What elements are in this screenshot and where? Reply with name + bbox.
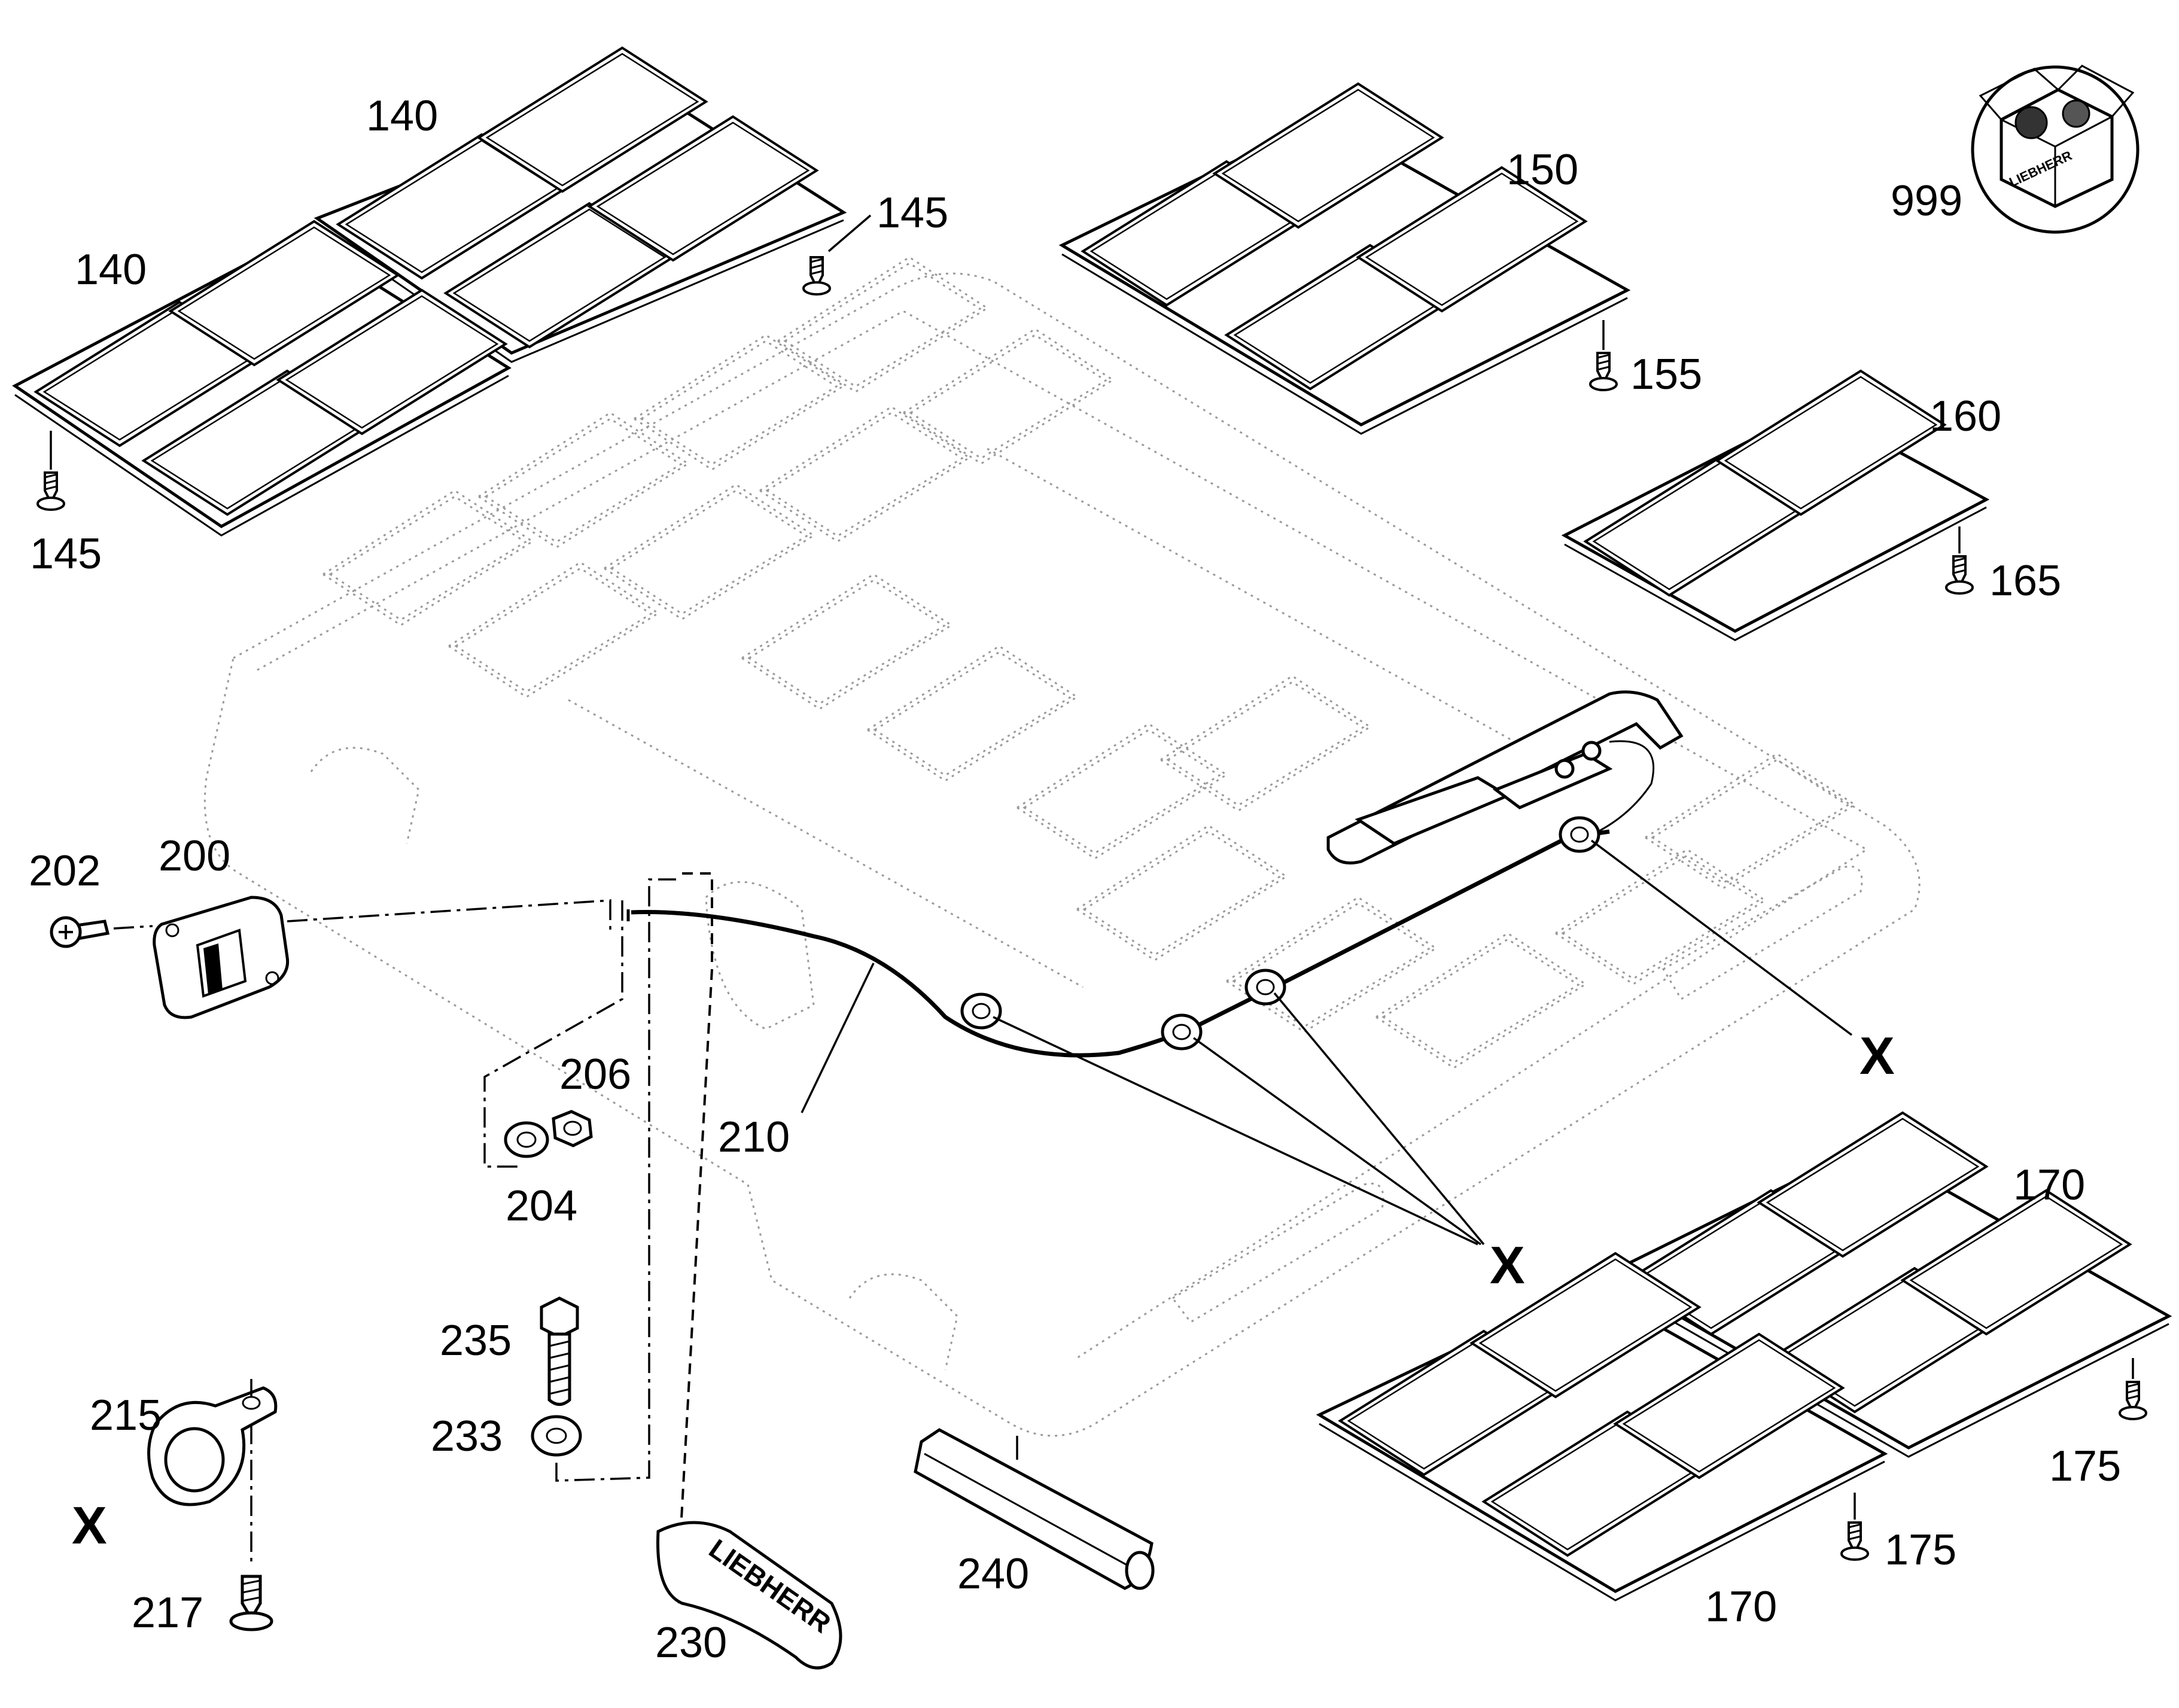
nut-206: [552, 1110, 593, 1147]
screw-155: [1589, 320, 1618, 391]
mat-160: [1561, 370, 1990, 641]
mat-170-lower: [1316, 1252, 1888, 1602]
label-140-lower: 140: [75, 246, 147, 294]
label-200: 200: [159, 832, 230, 880]
cab-roof-outline: [203, 256, 1921, 1437]
label-145-upper: 145: [877, 189, 948, 237]
bolt-leader: [555, 878, 676, 1482]
label-170-lower: 170: [1705, 1583, 1777, 1631]
label-217: 217: [132, 1589, 203, 1637]
label-233: 233: [431, 1412, 503, 1460]
strip-240: [914, 1428, 1155, 1590]
harness-bracket: [1326, 690, 1684, 864]
screw-175-lower: [1840, 1493, 1869, 1561]
label-175-upper: 175: [2049, 1442, 2121, 1490]
screw-165: [1945, 526, 1974, 595]
washer-233: [531, 1415, 582, 1457]
screw-175-upper: [2119, 1358, 2147, 1420]
screw-145-upper: [802, 214, 872, 296]
label-165: 165: [1989, 557, 2061, 605]
label-150: 150: [1507, 146, 1578, 194]
screw-145-lower: [36, 431, 65, 511]
switch-200: [153, 896, 290, 1019]
label-160: 160: [1930, 392, 2001, 440]
label-206: 206: [559, 1051, 631, 1098]
label-230: 230: [655, 1619, 727, 1667]
clamp-215: [147, 1379, 278, 1567]
label-240: 240: [957, 1550, 1029, 1598]
label-202: 202: [29, 847, 101, 895]
washer-204: [504, 1121, 549, 1158]
x-leaders: [993, 839, 1853, 1246]
label-235: 235: [440, 1317, 512, 1365]
screw-217: [229, 1575, 273, 1631]
cover-leader: [678, 872, 713, 1603]
label-155: 155: [1630, 351, 1702, 398]
bolt-235: [540, 1296, 579, 1406]
label-145-lower: 145: [30, 530, 102, 578]
harness-210: [626, 816, 1610, 1113]
screw-202: [50, 916, 153, 948]
label-x-middle: X: [1490, 1235, 1525, 1295]
label-215: 215: [90, 1392, 162, 1439]
switch-leader: [287, 899, 623, 1168]
mat-150: [1058, 83, 1631, 435]
label-204: 204: [506, 1182, 577, 1230]
label-x-right: X: [1860, 1026, 1895, 1085]
label-210: 210: [718, 1113, 790, 1161]
label-140-upper: 140: [366, 92, 438, 140]
accessory-box-999: LIEBHERR: [1971, 65, 2140, 234]
label-170-upper: 170: [2013, 1161, 2085, 1209]
label-175-lower: 175: [1885, 1526, 1956, 1574]
label-x-left: X: [72, 1496, 107, 1555]
mat-140-lower: [12, 220, 512, 537]
label-999: 999: [1891, 177, 1962, 225]
